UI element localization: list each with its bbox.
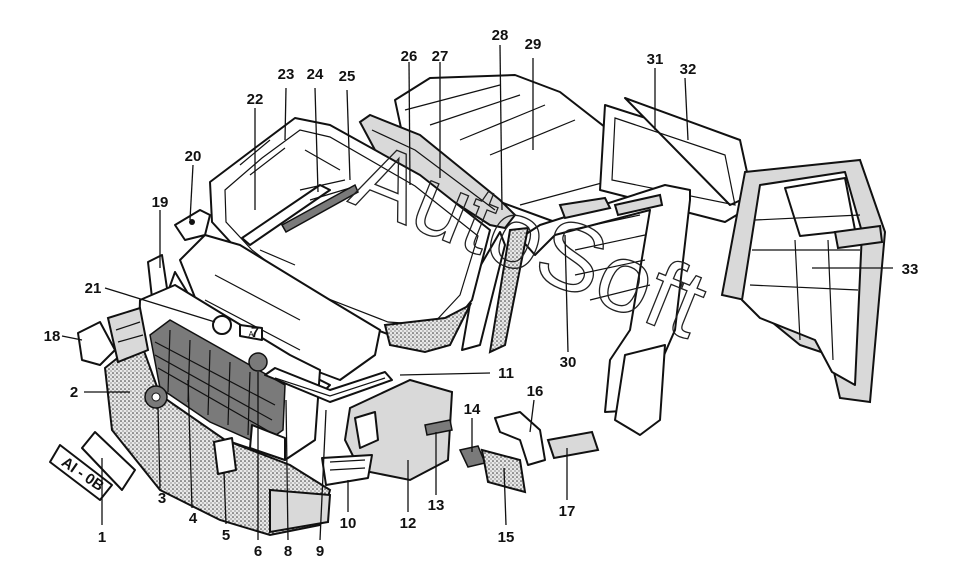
rear-wall-panel [720, 158, 887, 404]
cab-side-frame [519, 184, 691, 436]
grille-emblem: A [239, 324, 263, 341]
callout-25: 25 [339, 68, 356, 85]
cowl-strip [264, 367, 393, 403]
callout-7: 7 [251, 324, 259, 341]
callout-21: 21 [85, 280, 102, 297]
callout-13: 13 [428, 497, 445, 514]
callout-17: 17 [559, 503, 576, 520]
wiper-blade-right [280, 183, 359, 234]
callout-6: 6 [254, 543, 262, 560]
callout-20: 20 [185, 148, 202, 165]
callout-31: 31 [647, 51, 664, 68]
side-marker [424, 419, 453, 436]
indicator-lamp [321, 454, 373, 486]
wiper-arm-left [241, 184, 331, 246]
headlamp-left [77, 306, 150, 366]
callout-14: 14 [464, 401, 481, 418]
callout-32: 32 [680, 61, 697, 78]
callout-11: 11 [498, 365, 514, 382]
callout-27: 27 [432, 48, 449, 65]
a-pillar-trim [461, 226, 530, 354]
callout-15: 15 [498, 529, 515, 546]
callout-16: 16 [527, 383, 544, 400]
hinge-bracket [174, 209, 211, 241]
callout-30: 30 [560, 354, 577, 371]
callout-3: 3 [158, 490, 166, 507]
front-mask [137, 284, 321, 461]
callout-9: 9 [316, 543, 324, 560]
callout-4: 4 [189, 510, 198, 527]
callout-8: 8 [284, 543, 292, 560]
leader-lines [61, 44, 893, 541]
callout-33: 33 [902, 261, 919, 278]
callout-5: 5 [222, 527, 230, 544]
callout-labels: 1 2 3 4 5 6 7 8 9 10 11 12 13 14 15 16 1… [44, 27, 919, 560]
callout-1: 1 [98, 529, 106, 546]
callout-28: 28 [492, 27, 509, 44]
wiper-motor-arm [299, 179, 351, 201]
bumper-bracket [213, 437, 237, 475]
fog-lamp [144, 385, 168, 409]
callout-24: 24 [307, 66, 324, 83]
callout-12: 12 [400, 515, 417, 532]
badge-round [212, 315, 232, 335]
callout-23: 23 [278, 66, 295, 83]
wheel-arch-liner [494, 411, 546, 466]
callout-2: 2 [70, 384, 78, 401]
callout-18: 18 [44, 328, 61, 345]
trim-block [546, 430, 600, 460]
handle-emblem [248, 352, 268, 372]
callout-10: 10 [340, 515, 357, 532]
svg-text:A: A [248, 330, 254, 339]
front-bumper [103, 338, 332, 537]
callout-22: 22 [247, 91, 264, 108]
callout-19: 19 [152, 194, 169, 211]
callout-26: 26 [401, 48, 418, 65]
plate-holder [81, 431, 136, 491]
callout-29: 29 [525, 36, 542, 53]
